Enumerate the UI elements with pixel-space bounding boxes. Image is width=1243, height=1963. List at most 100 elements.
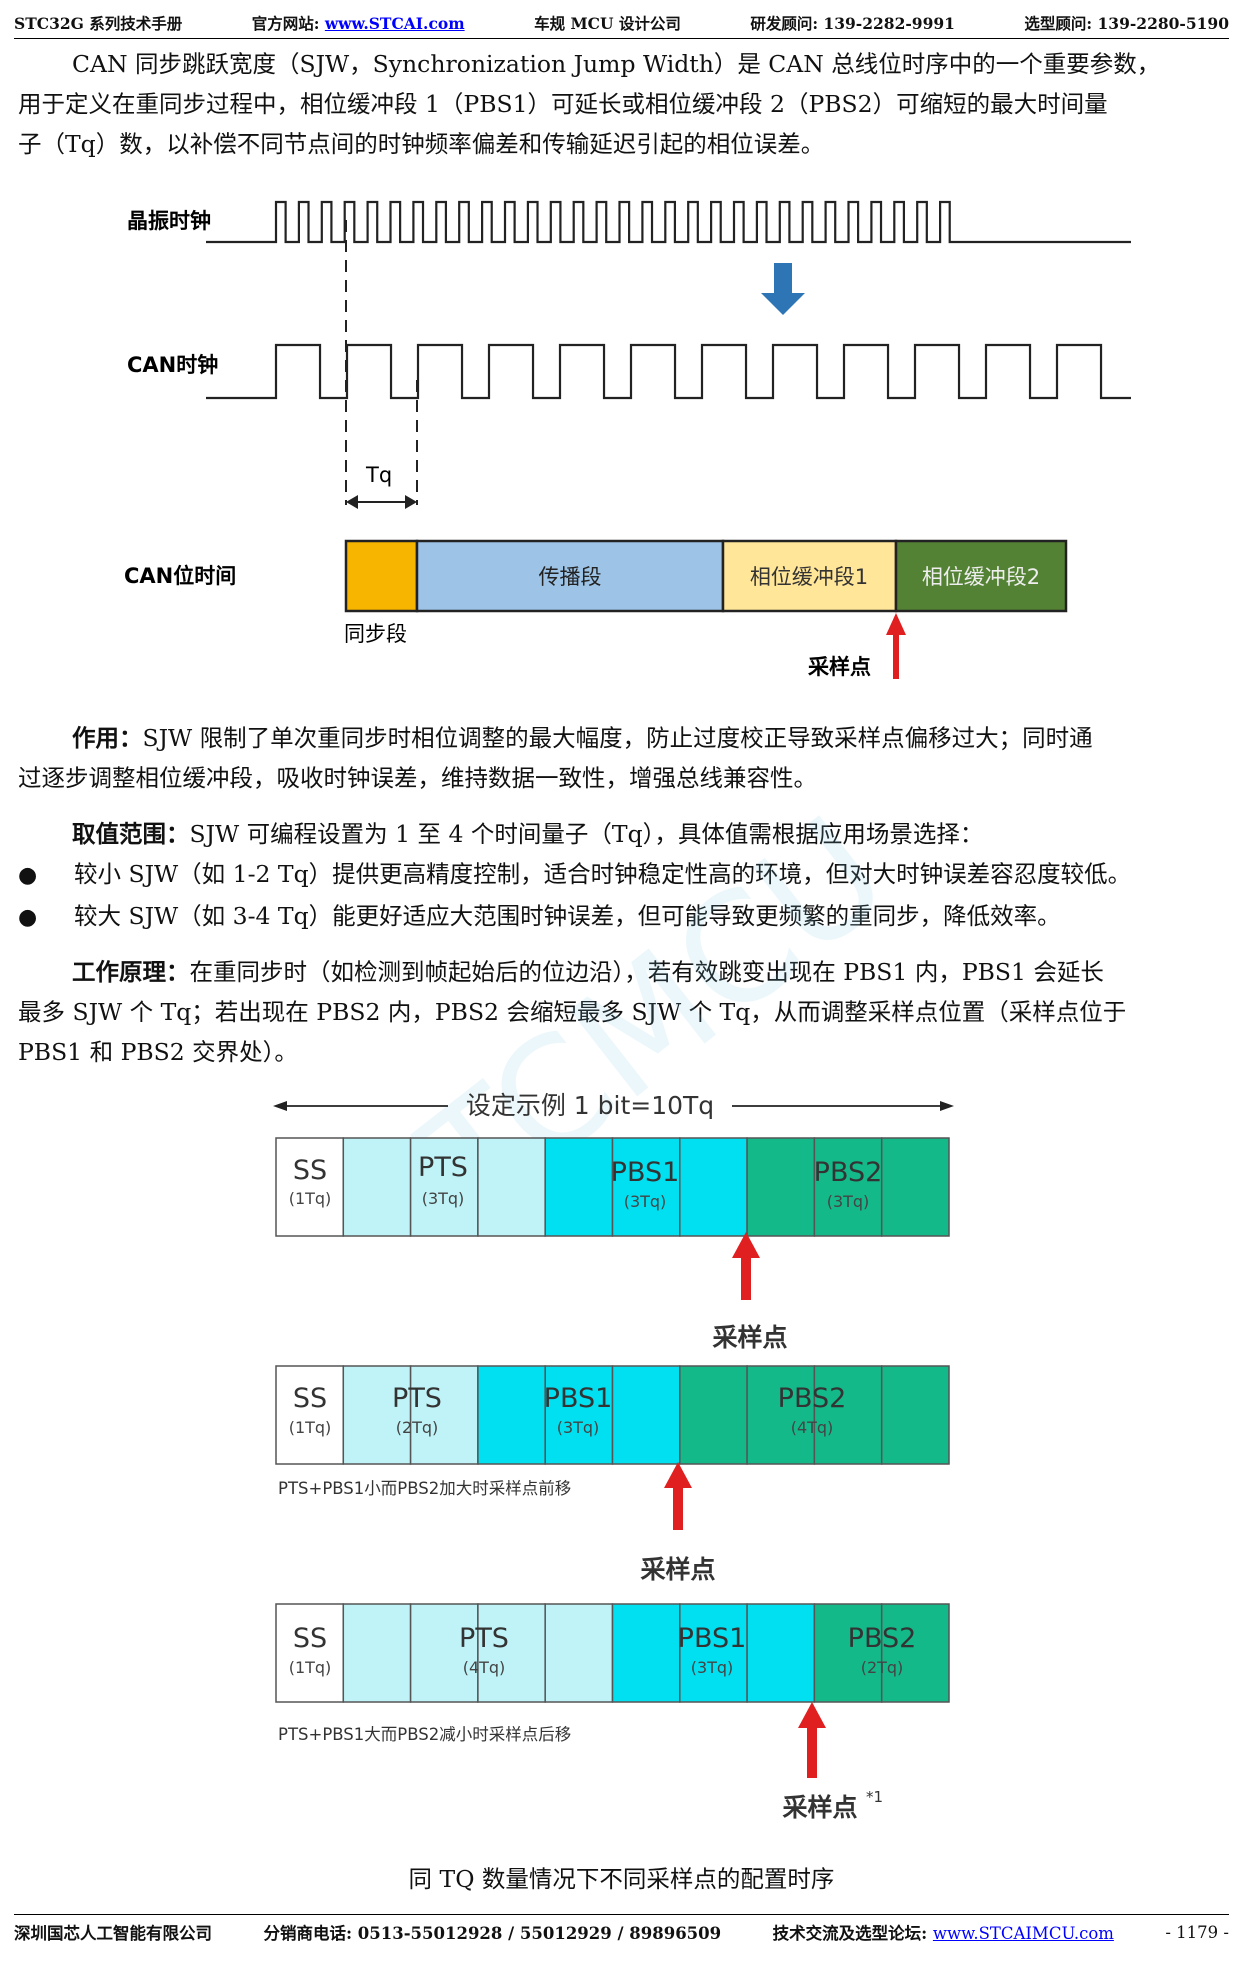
tq-cell — [679, 1137, 748, 1237]
manual-title: STC32G 系列技术手册 — [14, 14, 183, 33]
sales-consultant: 选型顾问: 139-2280-5190 — [1024, 14, 1229, 33]
bit-time-label: CAN位时间 — [124, 564, 236, 588]
r1-sample-label: 采样点 — [712, 1323, 787, 1352]
tq-arrow-right-icon — [405, 495, 417, 509]
seg-prop-label: 传播段 — [539, 565, 602, 589]
seg-sync — [344, 539, 419, 613]
effect-paragraph: 作用：SJW 限制了单次重同步时相位调整的最大幅度，防止过度校正导致采样点偏移过… — [18, 718, 1228, 798]
tq-cell — [611, 1365, 681, 1465]
r2-sample-label: 采样点 — [640, 1555, 715, 1584]
principle-title: 工作原理： — [72, 958, 190, 986]
title-arrow-left-icon — [273, 1101, 287, 1111]
footnote-mark: *1 — [866, 1788, 883, 1806]
tq-cell — [409, 1137, 479, 1237]
page-number: - 1179 - — [1165, 1922, 1229, 1942]
intro-paragraph: CAN 同步跳跃宽度（SJW，Synchronization Jump Widt… — [18, 44, 1228, 164]
r2-ss-count: (1Tq) — [289, 1418, 332, 1437]
principle-line-2: 最多 SJW 个 Tq；若出现在 PBS2 内，PBS2 会缩短最多 SJW 个… — [18, 998, 1127, 1026]
tq-cell — [275, 1137, 345, 1237]
effect-line-2: 过逐步调整相位缓冲段，吸收时钟误差，维持数据一致性，增强总线兼容性。 — [18, 764, 817, 792]
r3-ss-count: (1Tq) — [289, 1658, 332, 1677]
tq-cell — [409, 1365, 479, 1465]
tq-cell — [880, 1137, 950, 1237]
r2-pts-count: (2Tq) — [396, 1418, 439, 1437]
r2-note: PTS+PBS1小而PBS2加大时采样点前移 — [278, 1479, 571, 1498]
tq-cell — [746, 1137, 816, 1237]
site-label: 官方网站: — [251, 14, 325, 33]
tq-cell — [813, 1365, 883, 1465]
r1-pbs1-count: (3Tq) — [624, 1192, 667, 1211]
effect-line-1: SJW 限制了单次重同步时相位调整的最大幅度，防止过度校正导致采样点偏移过大；同… — [142, 724, 1093, 752]
range-title: 取值范围： — [72, 820, 190, 848]
osc-clock-label: 晶振时钟 — [127, 209, 211, 233]
seg-pbs1-label: 相位缓冲段1 — [750, 565, 868, 589]
principle-paragraph: 工作原理：在重同步时（如检测到帧起始后的位边沿），若有效跳变出现在 PBS1 内… — [18, 952, 1228, 1072]
seg-pbs2-label: 相位缓冲段2 — [922, 565, 1040, 589]
tq-cell — [746, 1603, 816, 1703]
tq-cell — [477, 1137, 546, 1237]
forum-link[interactable]: www.STCAIMCU.com — [932, 1924, 1114, 1943]
bit-timing-figure: 晶振时钟 CAN时钟 CAN位时间 Tq 传播段 相位缓冲段1 相位缓冲段2 同… — [124, 200, 1131, 679]
tq-cell — [880, 1603, 950, 1703]
rd-consultant: 研发顾问: 139-2282-9991 — [750, 14, 955, 33]
r1-pbs1-label: PBS1 — [611, 1157, 680, 1188]
principle-line-1: 在重同步时（如检测到帧起始后的位边沿），若有效跳变出现在 PBS1 内，PBS1… — [189, 958, 1104, 986]
r1-ss-count: (1Tq) — [289, 1189, 332, 1208]
sample-arrow-icon — [886, 613, 906, 679]
range-paragraph: 取值范围：SJW 可编程设置为 1 至 4 个时间量子（Tq），具体值需根据应用… — [18, 814, 1228, 854]
sample-point-label: 采样点 — [808, 655, 871, 679]
tq-cell — [813, 1137, 883, 1237]
effect-title: 作用： — [72, 724, 143, 752]
seg-pbs2 — [894, 539, 1068, 613]
tq-cell — [342, 1365, 412, 1465]
tq-cell — [746, 1365, 816, 1465]
seg-pbs1 — [721, 539, 898, 613]
r3-pbs1-label: PBS1 — [678, 1623, 747, 1654]
intro-line-3: 子（Tq）数，以补偿不同节点间的时钟频率偏差和传输延迟引起的相位误差。 — [18, 130, 825, 158]
tq-cell — [409, 1603, 479, 1703]
r3-pbs2-count: (2Tq) — [861, 1658, 904, 1677]
site-link[interactable]: www.STCAI.com — [324, 14, 465, 33]
list-item: ●较大 SJW（如 3-4 Tq）能更好适应大范围时钟误差，但可能导致更频繁的重… — [18, 902, 1061, 930]
tq-cell — [544, 1365, 614, 1465]
tq-cell — [679, 1603, 748, 1703]
intro-line-1: CAN 同步跳跃宽度（SJW，Synchronization Jump Widt… — [72, 50, 1161, 78]
r3-ss-label: SS — [293, 1623, 327, 1654]
r3-pbs2-label: PBS2 — [848, 1623, 917, 1654]
tq-cell — [342, 1137, 412, 1237]
setting-example-figure: 设定示例 1 bit=10Tq SS (1Tq) PTS (3Tq) PBS1 … — [273, 1091, 954, 1822]
r2-ss-label: SS — [293, 1383, 327, 1414]
tq-rows — [275, 1137, 950, 1703]
company-tagline: 车规 MCU 设计公司 — [534, 14, 681, 33]
principle-line-3: PBS1 和 PBS2 交界处）。 — [18, 1038, 298, 1066]
range-text: SJW 可编程设置为 1 至 4 个时间量子（Tq），具体值需根据应用场景选择： — [189, 820, 984, 848]
r2-pbs2-label: PBS2 — [778, 1383, 847, 1414]
r1-pts-label: PTS — [418, 1152, 468, 1183]
tq-cell — [679, 1365, 748, 1465]
footer-phone: 分销商电话: 0513-55012928 / 55012929 / 898965… — [263, 1924, 722, 1943]
seg-sync-label: 同步段 — [344, 622, 407, 646]
can-clock-waveform — [206, 343, 1131, 400]
tq-cell — [611, 1137, 681, 1237]
r3-pts-count: (4Tq) — [463, 1658, 506, 1677]
figure-caption: 同 TQ 数量情况下不同采样点的配置时序 — [408, 1865, 835, 1893]
tq-cell — [275, 1365, 345, 1465]
range-bullets: ●较小 SJW（如 1-2 Tq）提供更高精度控制，适合时钟稳定性高的环境，但对… — [18, 854, 1228, 938]
r2-sample-arrow-icon — [664, 1462, 692, 1530]
r1-pts-count: (3Tq) — [422, 1189, 465, 1208]
tq-cell — [342, 1603, 412, 1703]
tq-cell — [611, 1603, 681, 1703]
down-arrow-icon — [761, 263, 805, 315]
tq-cell — [477, 1365, 546, 1465]
r3-pts-label: PTS — [459, 1623, 509, 1654]
r3-pbs1-count: (3Tq) — [691, 1658, 734, 1677]
page-header: STC32G 系列技术手册 官方网站: www.STCAI.com 车规 MCU… — [14, 8, 1229, 39]
r3-sample-label: 采样点 — [782, 1793, 857, 1822]
tq-label: Tq — [365, 463, 392, 487]
r3-sample-arrow-icon — [798, 1702, 826, 1778]
r2-pts-label: PTS — [392, 1383, 442, 1414]
page-footer: 深圳国芯人工智能有限公司 分销商电话: 0513-55012928 / 5501… — [14, 1914, 1229, 1949]
site-info: 官方网站: www.STCAI.com — [252, 12, 465, 34]
tq-cell — [813, 1603, 883, 1703]
osc-clock-waveform — [206, 200, 1131, 244]
